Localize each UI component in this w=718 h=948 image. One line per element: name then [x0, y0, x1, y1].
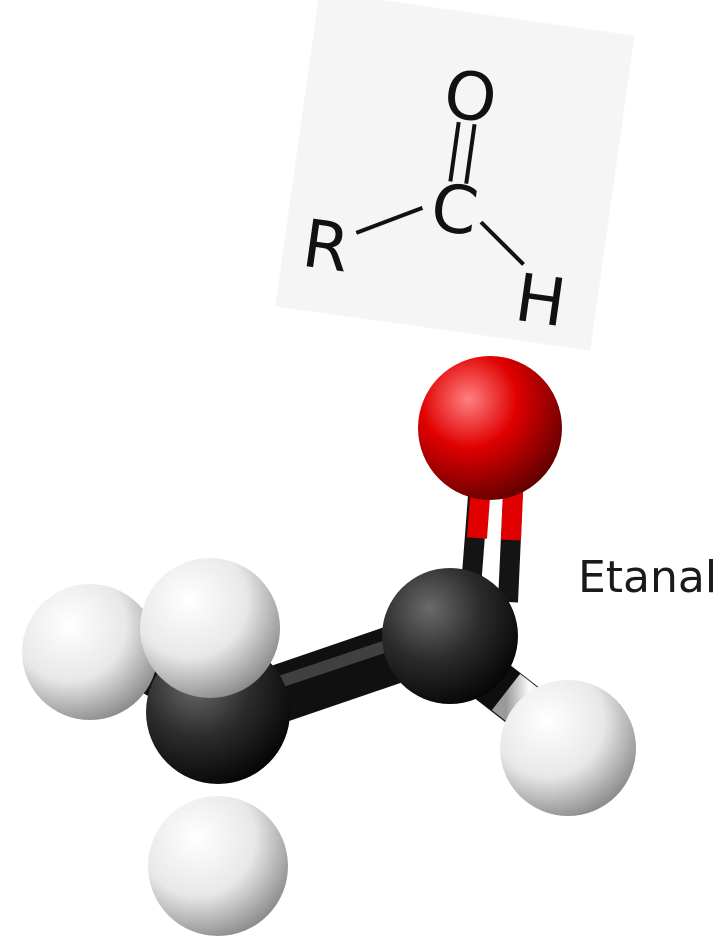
hydrogen-atom-top: [140, 558, 280, 698]
carbon-atom-label: C: [426, 168, 482, 251]
hydrogen-atom-bottom: [148, 796, 288, 936]
carbon-hydrogen-bond: [479, 220, 525, 266]
hydrogen-atom-back-left: [22, 584, 158, 720]
substituent-label: R: [298, 205, 354, 288]
double-bond-line-1: [448, 121, 461, 182]
oxygen-atom-label: O: [439, 55, 501, 138]
formula-card-background: [275, 0, 635, 351]
hydrogen-atom-aldehyde: [500, 680, 636, 816]
hydrogen-atom-label: H: [511, 259, 571, 342]
r-carbon-bond: [355, 205, 424, 235]
molecule-model: [22, 356, 636, 936]
structural-formula: O C R H: [275, 0, 635, 351]
carbon-atom-carbonyl: [382, 568, 518, 704]
oxygen-atom: [418, 356, 562, 500]
double-bond-line-2: [464, 123, 477, 184]
molecule-name-label: Etanal: [578, 552, 718, 603]
